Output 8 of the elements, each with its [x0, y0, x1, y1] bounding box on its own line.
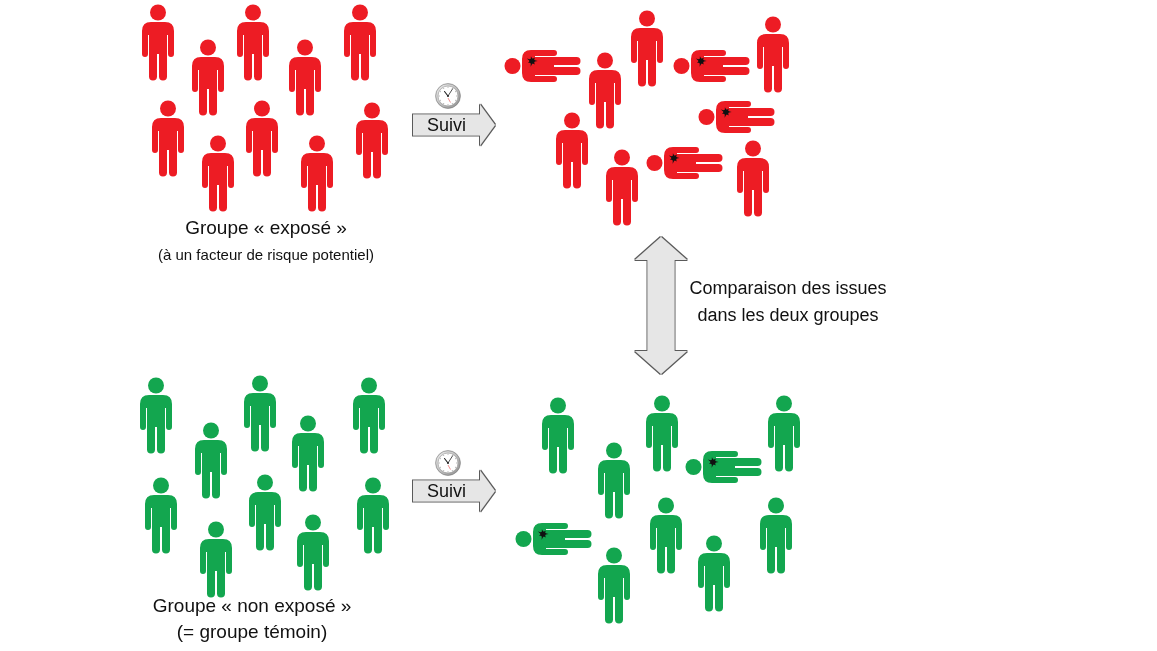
- block-arrow: [635, 237, 687, 374]
- block-arrow: [413, 104, 495, 146]
- group-subtitle: (à un facteur de risque potentiel): [158, 246, 374, 264]
- group-title: Groupe « exposé »: [185, 217, 347, 239]
- edge-label: Comparaison des issues dans les deux groupes: [688, 277, 888, 327]
- group-title: Groupe « non exposé »: [152, 595, 352, 617]
- group-subtitle: (= groupe témoin): [176, 621, 328, 643]
- block-arrow: [413, 470, 495, 512]
